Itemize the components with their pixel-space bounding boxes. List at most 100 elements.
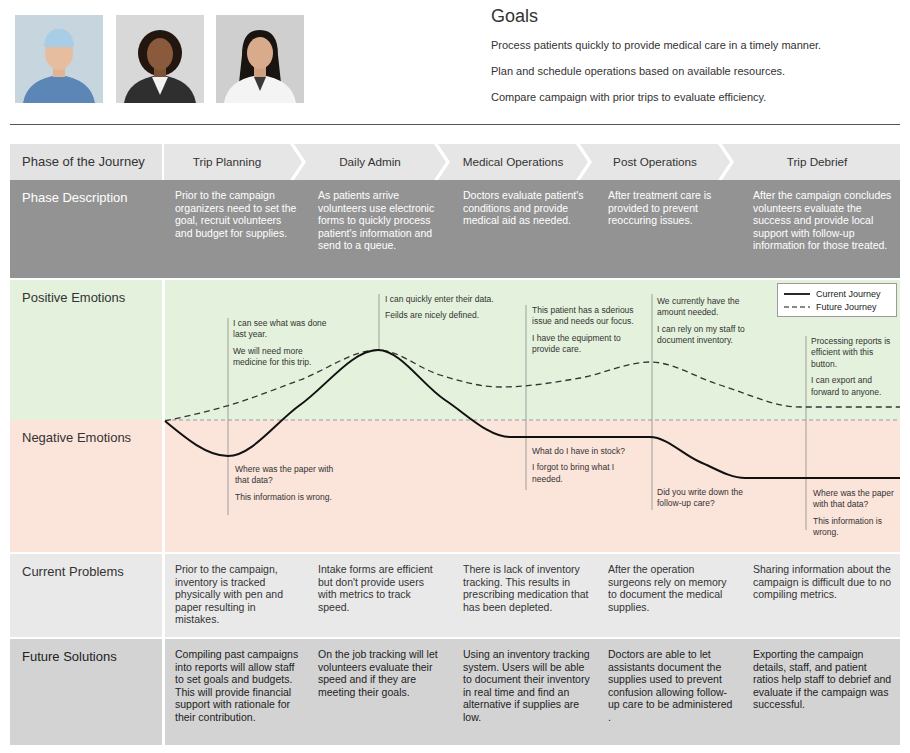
scrubs xyxy=(23,75,95,103)
row-heading-cell: Future Solutions xyxy=(10,639,165,745)
legend-sample xyxy=(784,290,810,298)
legend-text: Future Journey xyxy=(816,301,877,313)
emotion-note: I can export and forward to anyone. xyxy=(811,375,899,398)
emotion-note: What do I have in stock? xyxy=(532,446,640,457)
phase-cell: Intake forms are efficient but don't pro… xyxy=(308,554,453,637)
phase-cell: Using an inventory tracking system. User… xyxy=(453,639,598,745)
phase-name: Medical Operations xyxy=(450,144,576,180)
row-heading: Negative Emotions xyxy=(22,430,154,446)
chevron-fill xyxy=(580,144,730,180)
emotion-note: I have the equipment to provide care. xyxy=(532,333,644,356)
phase-cell: After the campaign concludes volunteers … xyxy=(743,180,900,278)
row-band: Current Problems Prior to the campaign, i… xyxy=(10,554,900,637)
phase-cell: Prior to the campaign, inventory is trac… xyxy=(165,554,308,637)
row-heading-cell: Negative Emotions xyxy=(10,420,165,552)
row-band: Phase Description Prior to the campaign o… xyxy=(10,180,900,278)
emotion-note: We currently have the amount needed. xyxy=(657,296,765,319)
cell-text: Prior to the campaign organizers need to… xyxy=(175,189,300,239)
row-heading-cell: Phase of the Journey xyxy=(10,144,165,186)
legend-sample xyxy=(784,303,810,311)
emotion-note: This patient has a sderious issue and ne… xyxy=(532,305,644,328)
emotion-note: Did you write down the follow-up care? xyxy=(657,487,757,510)
leader-line xyxy=(806,336,807,530)
current-journey-curve xyxy=(165,350,900,478)
hair xyxy=(138,30,182,76)
phase-cell: There is lack of inventory tracking. Thi… xyxy=(453,554,598,637)
legend-entry: Current Journey xyxy=(784,287,892,300)
chevron-fill xyxy=(294,144,446,180)
row-heading-cell: Positive Emotions xyxy=(10,280,165,420)
phase-cell: After treatment care is provided to prev… xyxy=(598,180,743,278)
phase-cell: Compiling past campaigns into reports wi… xyxy=(165,639,308,745)
surgical-cap xyxy=(44,29,74,47)
phase-cell: As patients arrive volunteers use electr… xyxy=(308,180,453,278)
emotion-note: Feilds are nicely defined. xyxy=(385,310,495,321)
leader-line xyxy=(379,294,380,350)
volunteer-photo xyxy=(116,15,204,103)
emotion-note: I forgot to bring what I needed. xyxy=(532,462,640,485)
row-heading-cell: Phase Description xyxy=(10,180,165,278)
emotion-note: We will need more medicine for this trip… xyxy=(233,346,331,369)
hair xyxy=(239,30,281,83)
phase-cell: Prior to the campaign organizers need to… xyxy=(165,180,308,278)
phase-name: Daily Admin xyxy=(306,144,434,180)
phase-name: Trip Debrief xyxy=(734,144,900,180)
face xyxy=(147,38,173,70)
blouse xyxy=(254,77,266,91)
row-band: Phase of the Journey Trip Planning Daily A… xyxy=(10,144,900,186)
surgeon-photo xyxy=(15,15,103,103)
neutral-divider xyxy=(165,420,900,421)
leader-line xyxy=(652,294,653,510)
chevron-fill xyxy=(164,144,302,180)
negative-band-fill xyxy=(165,420,900,552)
legend-text: Current Journey xyxy=(816,288,881,300)
cell-text: As patients arrive volunteers use electr… xyxy=(318,189,445,252)
row-heading: Phase Description xyxy=(22,190,154,206)
negative-head-fill xyxy=(10,420,162,552)
header-rule xyxy=(10,124,900,125)
emotion-note: This information is wrong. xyxy=(813,516,899,539)
cell-text: After the operation surgeons rely on mem… xyxy=(608,563,735,613)
row-band: Negative Emotions xyxy=(10,420,900,552)
row-heading: Phase of the Journey xyxy=(22,144,154,180)
cell-text: Using an inventory tracking system. User… xyxy=(463,648,590,723)
phase-cell: Doctors are able to let assistants docum… xyxy=(598,639,743,745)
goal-text: Plan and schedule operations based on av… xyxy=(491,64,901,79)
emotion-note: I can rely on my staff to document inven… xyxy=(657,324,765,347)
cell-text: Exporting the campaign details, staff, a… xyxy=(753,648,892,711)
cell-text: After the campaign concludes volunteers … xyxy=(753,189,892,252)
row-heading: Positive Emotions xyxy=(22,290,154,306)
shirt xyxy=(152,77,168,95)
cell-text: Prior to the campaign, inventory is trac… xyxy=(175,563,300,626)
phase-name: Post Operations xyxy=(592,144,718,180)
cell-text: Doctors are able to let assistants docum… xyxy=(608,648,735,723)
row-heading: Current Problems xyxy=(22,564,154,580)
phase-chevron: Post Operations xyxy=(580,144,730,180)
jacket xyxy=(124,75,196,103)
chevron-fill xyxy=(438,144,588,180)
phase-cell: After the operation surgeons rely on mem… xyxy=(598,554,743,637)
page-title: Goals xyxy=(491,5,538,27)
emotion-note: I can see what was done last year. xyxy=(233,318,331,341)
phase-chevron: Trip Debrief xyxy=(722,144,900,180)
cell-text: Doctors evaluate patient's conditions an… xyxy=(463,189,590,227)
phase-chevron: Trip Planning xyxy=(164,144,302,180)
phase-name: Trip Planning xyxy=(164,144,290,180)
emotion-note: Where was the paper with that data? xyxy=(813,488,899,511)
cell-text: There is lack of inventory tracking. Thi… xyxy=(463,563,590,613)
legend-line xyxy=(784,306,810,307)
cell-text: After treatment care is provided to prev… xyxy=(608,189,735,227)
cell-text: Sharing information about the campaign i… xyxy=(753,563,892,601)
cell-text: Intake forms are efficient but don't pro… xyxy=(318,563,445,613)
leader-line xyxy=(228,318,229,515)
legend-box: Current JourneyFuture Journey xyxy=(777,283,897,317)
legend-entry: Future Journey xyxy=(784,300,892,313)
phase-cell: On the job tracking will let volunteers … xyxy=(308,639,453,745)
leader-line xyxy=(526,305,527,490)
emotion-note: Where was the paper with that data? xyxy=(235,464,335,487)
phase-cell: Doctors evaluate patient's conditions an… xyxy=(453,180,598,278)
legend-line xyxy=(784,293,810,295)
emotion-note: Processing reports is efficient with thi… xyxy=(811,336,899,370)
row-heading-cell: Current Problems xyxy=(10,554,165,637)
photo-ground xyxy=(216,15,304,103)
